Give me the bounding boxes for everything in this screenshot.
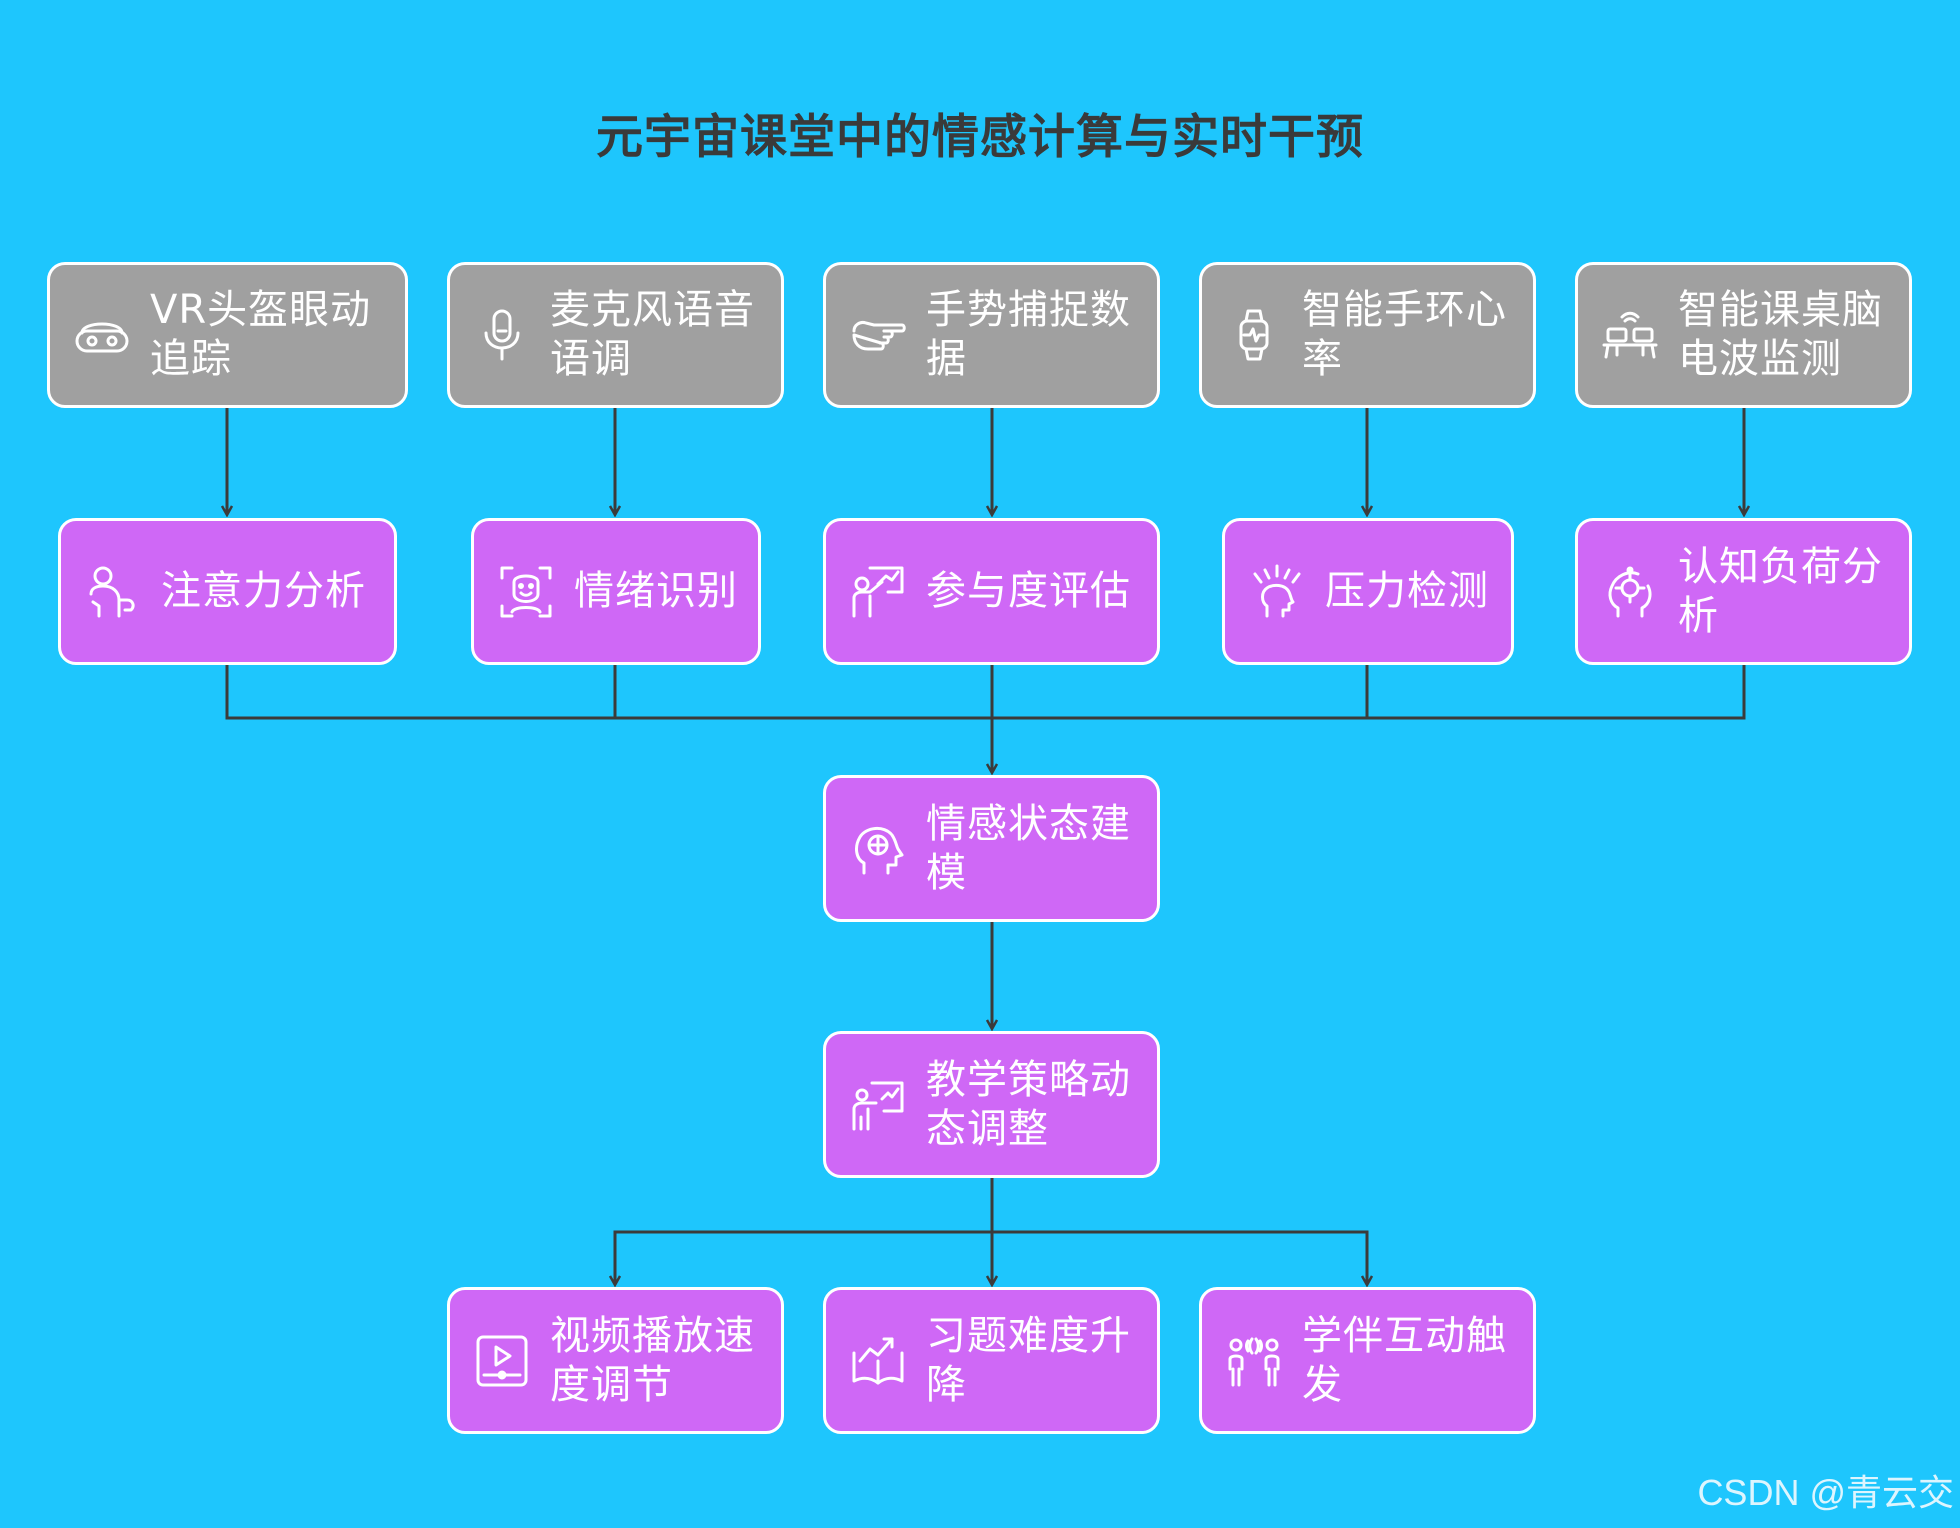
analysis-label: 压力检测 <box>1325 568 1489 614</box>
output-label: 习题难度升降 <box>926 1312 1131 1408</box>
desk-sensor-icon <box>1600 305 1660 365</box>
output-node-peer-interaction: 学伴互动触发 <box>1199 1287 1536 1434</box>
video-player-icon <box>472 1331 532 1391</box>
arrow-to-output-1 <box>615 1230 992 1285</box>
input-node-eeg-desk: 智能课桌脑电波监测 <box>1575 262 1912 408</box>
model-node-emotion-state: 情感状态建模 <box>823 775 1160 922</box>
strategy-label: 教学策略动态调整 <box>926 1056 1131 1152</box>
analysis-node-engagement: 参与度评估 <box>823 518 1160 665</box>
input-label: 智能课桌脑电波监测 <box>1678 287 1883 382</box>
analysis-node-cognitive-load: 认知负荷分析 <box>1575 518 1912 665</box>
book-trend-icon <box>848 1331 908 1391</box>
brain-profile-icon <box>848 819 908 879</box>
merge-line <box>225 662 1746 720</box>
input-label: VR头盔眼动追踪 <box>150 287 372 382</box>
stressed-head-icon <box>1247 562 1307 622</box>
strategy-node-teaching-adjust: 教学策略动态调整 <box>823 1031 1160 1178</box>
output-label: 视频播放速度调节 <box>550 1312 755 1408</box>
input-label: 麦克风语音语调 <box>550 287 755 382</box>
output-node-exercise-difficulty: 习题难度升降 <box>823 1287 1160 1434</box>
analysis-label: 认知负荷分析 <box>1678 543 1883 639</box>
diagram-title: 元宇宙课堂中的情感计算与实时干预 <box>596 110 1364 165</box>
analysis-node-attention: 注意力分析 <box>58 518 397 665</box>
input-label: 手势捕捉数据 <box>926 287 1131 382</box>
arrow-to-output-3 <box>992 1230 1367 1285</box>
analysis-node-stress: 压力检测 <box>1222 518 1514 665</box>
input-label: 智能手环心率 <box>1302 287 1507 382</box>
head-person-icon <box>83 562 143 622</box>
teacher-board-icon <box>848 1075 908 1135</box>
microphone-icon <box>472 305 532 365</box>
analysis-node-emotion: 情绪识别 <box>471 518 761 665</box>
input-node-gesture: 手势捕捉数据 <box>823 262 1160 408</box>
analysis-label: 注意力分析 <box>161 568 366 614</box>
smartwatch-icon <box>1224 305 1284 365</box>
brain-head-icon <box>1600 562 1660 622</box>
model-label: 情感状态建模 <box>926 800 1131 896</box>
output-node-video-speed: 视频播放速度调节 <box>447 1287 784 1434</box>
analysis-label: 情绪识别 <box>574 568 738 614</box>
presenter-board-icon <box>848 562 908 622</box>
pointing-hand-icon <box>848 305 908 365</box>
input-node-vr-eye-tracking: VR头盔眼动追踪 <box>47 262 408 408</box>
input-node-heart-rate: 智能手环心率 <box>1199 262 1536 408</box>
two-people-talk-icon <box>1224 1331 1284 1391</box>
face-scan-icon <box>496 562 556 622</box>
vr-headset-icon <box>72 305 132 365</box>
input-node-mic-voice: 麦克风语音语调 <box>447 262 784 408</box>
output-label: 学伴互动触发 <box>1302 1312 1507 1408</box>
watermark: CSDN @青云交 <box>1697 1472 1954 1513</box>
analysis-label: 参与度评估 <box>926 568 1131 614</box>
